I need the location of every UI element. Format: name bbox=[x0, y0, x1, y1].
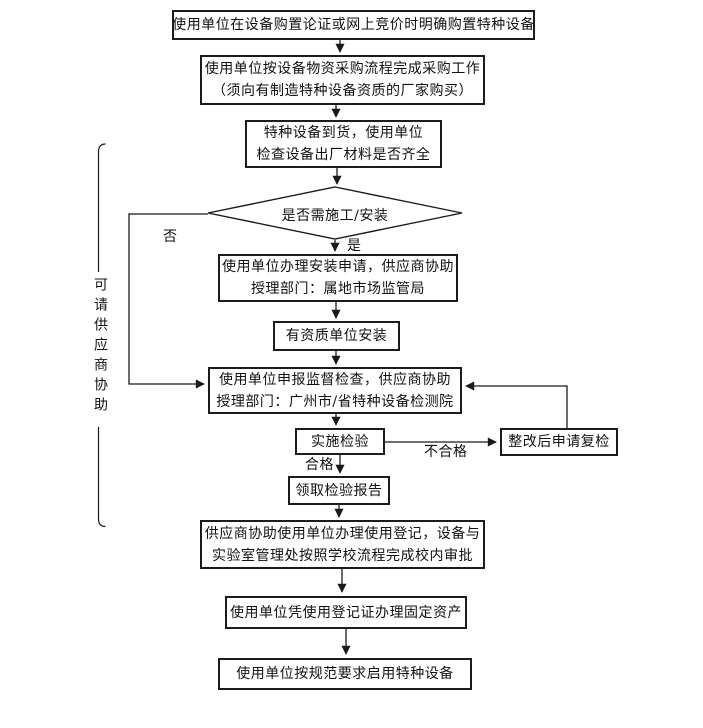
node-inspection: 实施检验 bbox=[295, 428, 385, 455]
node-report: 领取检验报告 bbox=[288, 476, 390, 505]
node-specify: 使用单位在设备购置论证或网上竞价时明确购置特种设备 bbox=[172, 10, 535, 40]
node-qualified-install: 有资质单位安装 bbox=[273, 321, 400, 351]
node-install-apply-line1: 使用单位办理安装申请，供应商协助 bbox=[222, 259, 454, 275]
node-supervision: 使用单位申报监督检查，供应商协助 授理部门：广州市/省特种设备检测院 bbox=[208, 367, 462, 414]
node-qualified-install-text: 有资质单位安装 bbox=[285, 328, 388, 344]
decision-need-install-text: 是否需施工/安装 bbox=[281, 207, 389, 224]
node-purchase-line1: 使用单位按设备物资采购流程完成采购工作 bbox=[204, 61, 481, 77]
side-note: 可请供应商协助 bbox=[90, 277, 110, 427]
side-note-bracket bbox=[97, 143, 106, 528]
decision-diamond bbox=[207, 186, 463, 240]
node-recheck: 整改后申请复检 bbox=[500, 428, 618, 456]
edge-label-no: 否 bbox=[163, 229, 178, 245]
node-registration-line1: 供应商协助使用单位办理使用登记，设备与 bbox=[204, 525, 481, 542]
node-install-apply-line2: 授理部门：属地市场监管局 bbox=[251, 281, 425, 297]
arrow-recheck-feedback bbox=[465, 381, 568, 428]
node-fixed-asset: 使用单位凭使用登记证办理固定资产 bbox=[225, 596, 467, 629]
node-arrival-check-line2: 检查设备出厂材料是否齐全 bbox=[256, 147, 431, 163]
node-enable-text: 使用单位按规范要求启用特种设备 bbox=[236, 666, 454, 682]
edge-label-fail: 不合格 bbox=[424, 444, 468, 460]
node-enable: 使用单位按规范要求启用特种设备 bbox=[218, 658, 472, 690]
node-install-apply: 使用单位办理安装申请，供应商协助 授理部门：属地市场监管局 bbox=[218, 254, 458, 302]
arrow-decision-no-path bbox=[128, 213, 208, 389]
node-arrival-check: 特种设备到货，使用单位 检查设备出厂材料是否齐全 bbox=[245, 120, 442, 168]
node-purchase: 使用单位按设备物资采购流程完成采购工作 （须向有制造特种设备资质的厂家购买） bbox=[200, 55, 485, 105]
node-registration: 供应商协助使用单位办理使用登记，设备与 实验室管理处按照学校流程完成校内审批 bbox=[200, 520, 485, 569]
node-supervision-line2: 授理部门：广州市/省特种设备检测院 bbox=[216, 393, 454, 410]
decision-need-install-label: 是否需施工/安装 bbox=[260, 206, 410, 224]
node-purchase-line2: （须向有制造特种设备资质的厂家购买） bbox=[212, 83, 473, 99]
node-specify-text: 使用单位在设备购置论证或网上竞价时明确购置特种设备 bbox=[172, 17, 535, 33]
node-recheck-text: 整改后申请复检 bbox=[508, 434, 610, 450]
node-supervision-line1: 使用单位申报监督检查，供应商协助 bbox=[219, 371, 451, 388]
edge-label-yes: 是 bbox=[347, 238, 362, 254]
node-fixed-asset-text: 使用单位凭使用登记证办理固定资产 bbox=[230, 604, 462, 621]
node-inspection-text: 实施检验 bbox=[311, 433, 369, 450]
edge-label-pass: 合格 bbox=[305, 457, 334, 473]
node-arrival-check-line1: 特种设备到货，使用单位 bbox=[263, 125, 424, 141]
node-report-text: 领取检验报告 bbox=[295, 482, 383, 499]
node-registration-line2: 实验室管理处按照学校流程完成校内审批 bbox=[212, 547, 473, 564]
